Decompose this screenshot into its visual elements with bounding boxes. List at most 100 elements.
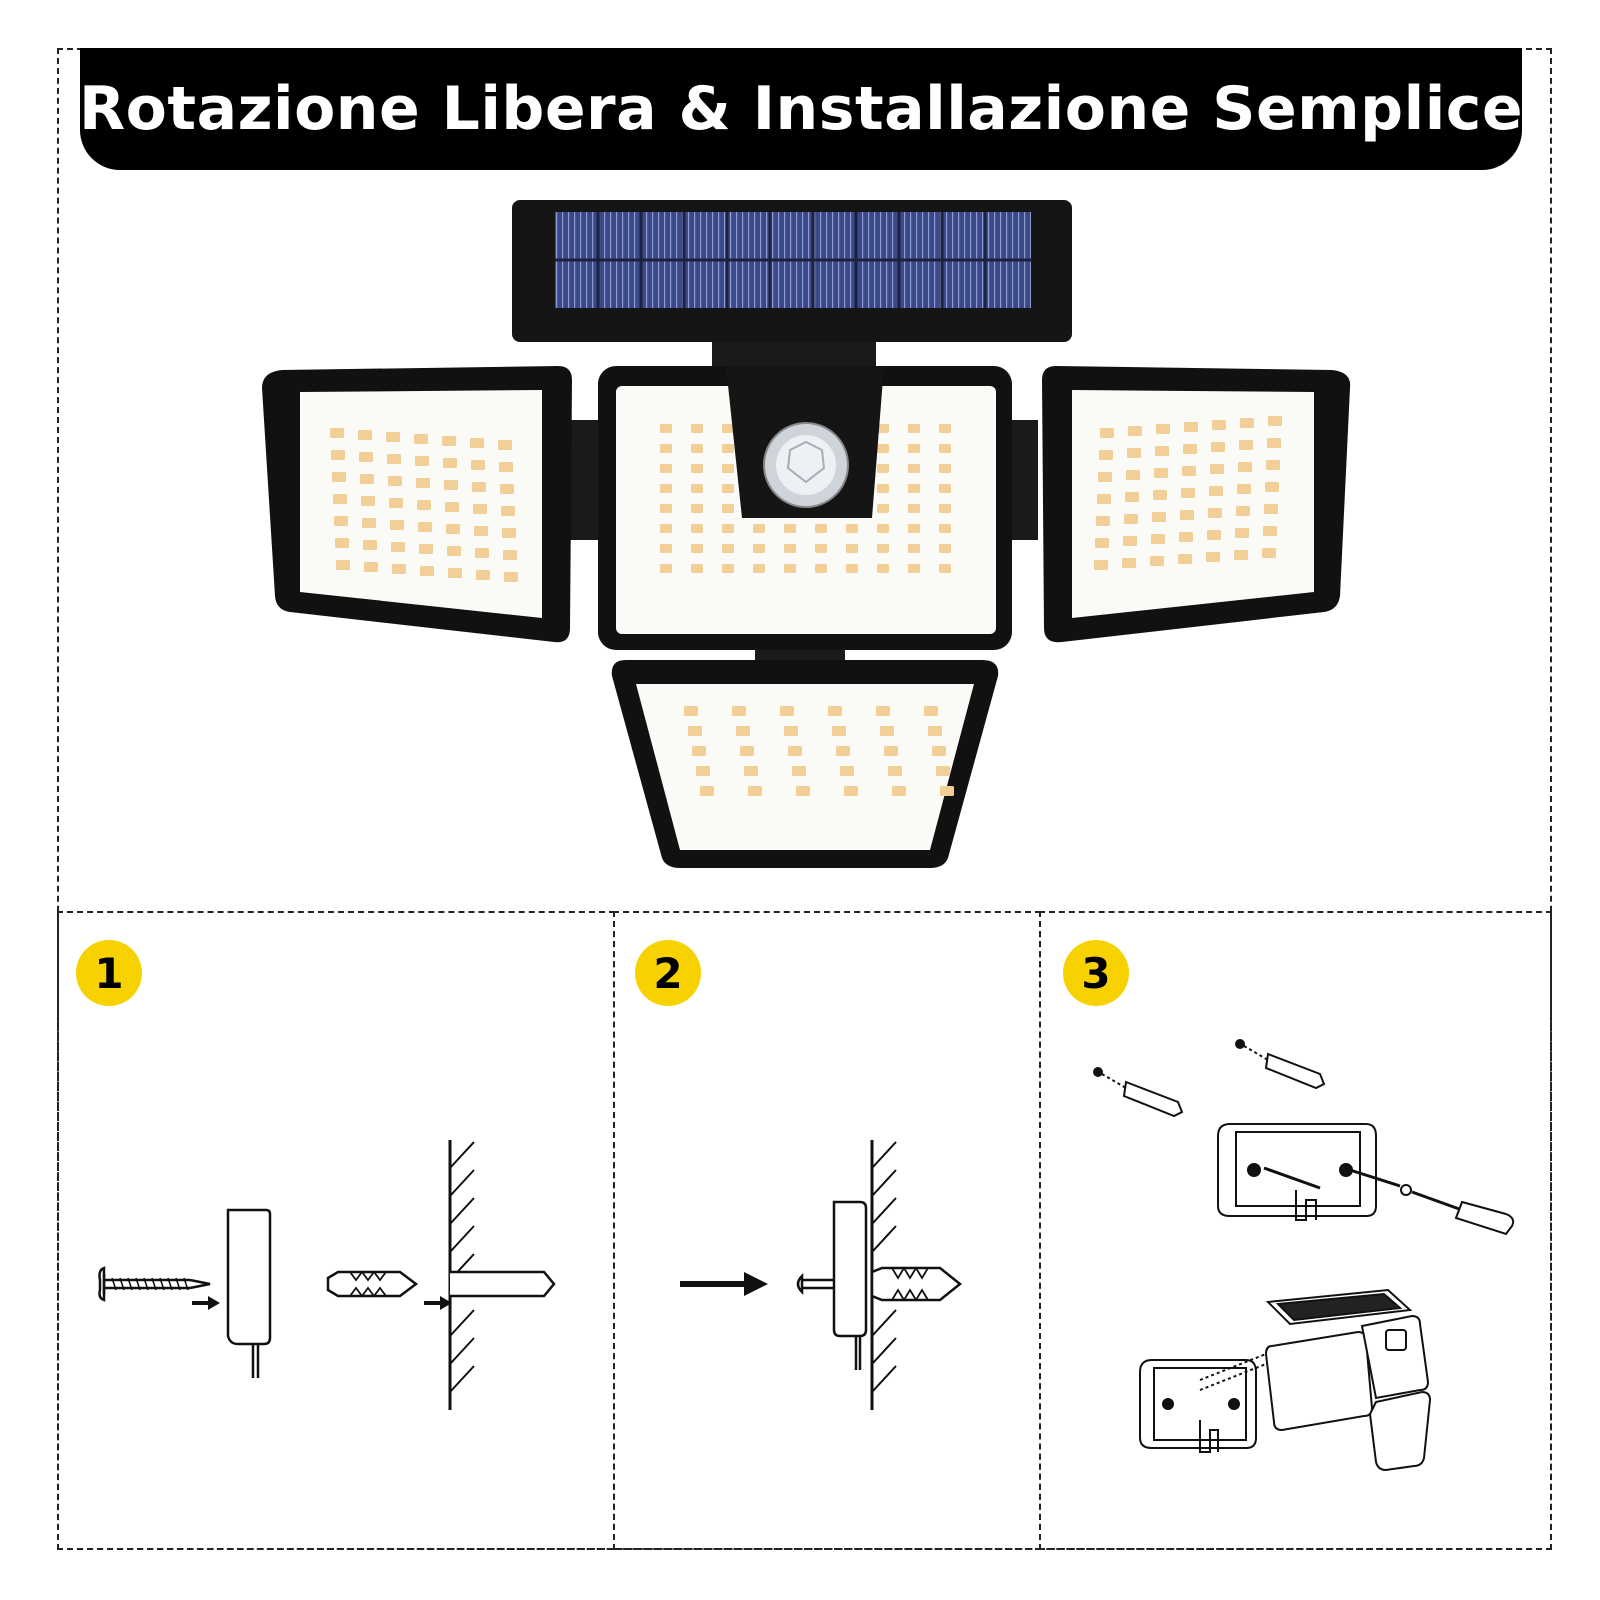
led-dot [1095,538,1109,548]
led-dot [691,524,703,533]
led-dot [815,564,827,573]
led-dot [846,524,858,533]
led-dot [1153,490,1167,500]
led-dot [844,786,858,796]
led-dot [877,524,889,533]
screwdriver-icon [1349,1168,1515,1236]
led-dot [442,436,456,446]
page-title: Rotazione Libera & Installazione Semplic… [78,74,1524,144]
led-dot [784,564,796,573]
led-dot [1267,438,1281,448]
led-dot [684,706,698,716]
led-dot [884,746,898,756]
step-1-badge: 1 [76,940,142,1006]
led-dot [499,462,513,472]
led-dot [416,478,430,488]
led-dot [691,504,703,513]
led-dot [877,504,889,513]
led-dot [1234,550,1248,560]
led-dot [660,564,672,573]
led-dot [1268,416,1282,426]
led-dot [1263,526,1277,536]
led-dot [1212,420,1226,430]
led-dot [939,504,951,513]
led-dot [1210,464,1224,474]
led-dot [1237,484,1251,494]
led-dot [444,480,458,490]
led-dot [700,786,714,796]
led-dot [846,544,858,553]
led-dot [828,706,842,716]
led-dot [908,524,920,533]
led-dot [660,424,672,433]
led-dot [1150,556,1164,566]
led-dot [1154,468,1168,478]
led-dot [660,504,672,513]
led-dot [392,564,406,574]
led-dot [722,484,734,493]
led-dot [877,444,889,453]
led-dot [476,570,490,580]
led-dot [498,440,512,450]
led-dot [908,444,920,453]
led-dot [692,746,706,756]
led-dot [788,746,802,756]
led-dot [1211,442,1225,452]
led-dot [387,454,401,464]
led-dot [1181,488,1195,498]
led-dot [784,544,796,553]
led-dot [908,564,920,573]
led-dot [503,550,517,560]
led-dot [1098,472,1112,482]
led-dot [740,746,754,756]
led-dot [784,726,798,736]
led-dot [420,566,434,576]
led-dot [753,564,765,573]
step-1-illustration [98,1140,556,1410]
led-dot [1152,512,1166,522]
led-dot [660,524,672,533]
led-dot [846,564,858,573]
led-dot [939,424,951,433]
led-dot [1206,552,1220,562]
led-dot [389,498,403,508]
led-dot [691,564,703,573]
led-dot [419,544,433,554]
step-3-badge: 3 [1063,940,1129,1006]
led-dot [1124,514,1138,524]
led-dot [880,726,894,736]
led-dot [877,484,889,493]
led-dot [784,524,796,533]
led-dot [660,544,672,553]
led-dot [448,568,462,578]
led-dot [1265,482,1279,492]
led-dot [1125,492,1139,502]
led-dot [331,450,345,460]
led-dot [332,472,346,482]
led-dot [418,522,432,532]
led-dot [1100,428,1114,438]
led-dot [696,766,710,776]
led-dot [386,432,400,442]
led-dot [691,424,703,433]
led-dot [443,458,457,468]
led-dot [359,452,373,462]
led-dot [722,444,734,453]
led-dot [1123,536,1137,546]
led-dot [1128,426,1142,436]
led-dot [471,460,485,470]
led-dot [1126,470,1140,480]
led-dot [688,726,702,736]
step-2-number: 2 [653,948,683,998]
led-dot [361,496,375,506]
led-dot [1182,466,1196,476]
led-dot [362,518,376,528]
led-dot [744,766,758,776]
led-dot [736,726,750,736]
step-2-badge: 2 [635,940,701,1006]
led-dot [1264,504,1278,514]
led-dot [722,544,734,553]
led-dot [1099,450,1113,460]
led-dot [501,506,515,516]
led-dot [333,494,347,504]
